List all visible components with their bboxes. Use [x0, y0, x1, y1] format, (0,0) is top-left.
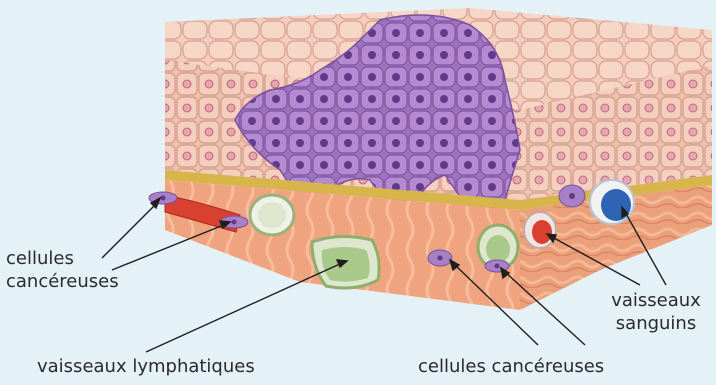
- cancer-cell-right: [559, 185, 585, 207]
- leader-cancer-left-1: [102, 202, 158, 258]
- blood-vessel-red: [524, 212, 556, 248]
- label-lymphatic-vessels: vaisseaux lymphatiques: [37, 356, 255, 378]
- label-blood-vessels-line2: sanguins: [602, 313, 710, 335]
- label-cancer-cells-left-line2: cancéreuses: [6, 271, 119, 293]
- lymph-vessel-left: [250, 195, 294, 235]
- label-cancer-cells-bottom: cellules cancéreuses: [418, 356, 604, 378]
- label-blood-vessels-line1: vaisseaux: [602, 290, 710, 312]
- cancer-cell-bottom-1: [428, 250, 452, 266]
- label-cancer-cells-left-line1: cellules: [6, 248, 74, 270]
- leader-lymph: [146, 263, 342, 352]
